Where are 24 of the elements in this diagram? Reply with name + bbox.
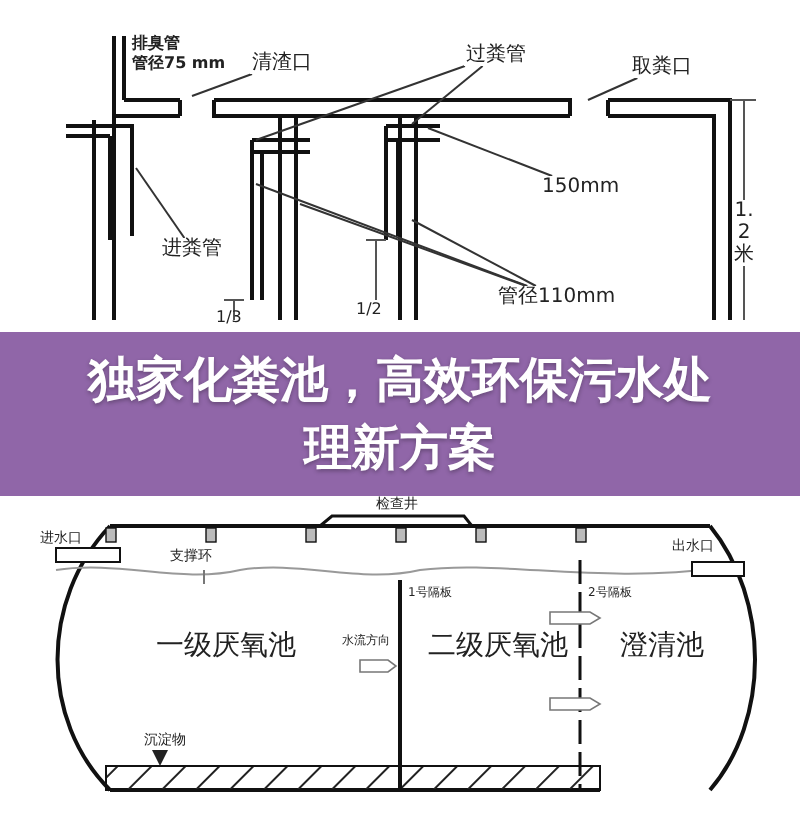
callout-text: 过粪管 [464, 44, 528, 66]
leader-line [255, 183, 529, 287]
callout-text: 150mm [540, 176, 622, 198]
leader-line [191, 73, 253, 97]
callout-text: 进粪管 [160, 238, 224, 260]
callout-text: 取粪口 [630, 56, 694, 78]
leader-line [299, 203, 528, 287]
leader-line [255, 65, 466, 141]
callout-text: 管径110mm [496, 286, 618, 308]
callout-text: 清渣口 [250, 52, 314, 74]
dimension-label: 1.2米 [734, 200, 754, 266]
part-label: 管径75 mm [132, 56, 226, 74]
part-label: 澄清池 [620, 632, 704, 663]
leader-line [427, 127, 554, 177]
leader-line [411, 219, 537, 287]
part-label: 排臭管 [132, 36, 180, 54]
part-label: 1/2 [356, 302, 382, 320]
title: 独家化粪池，高效环保污水处理新方案 [85, 350, 714, 480]
leader-line [587, 77, 639, 101]
leader-line [411, 65, 484, 125]
part-label: 一级厌氧池 [156, 632, 296, 663]
part-label: 1/3 [216, 310, 242, 328]
leader-line [135, 167, 186, 239]
part-label: 二级厌氧池 [428, 632, 568, 663]
